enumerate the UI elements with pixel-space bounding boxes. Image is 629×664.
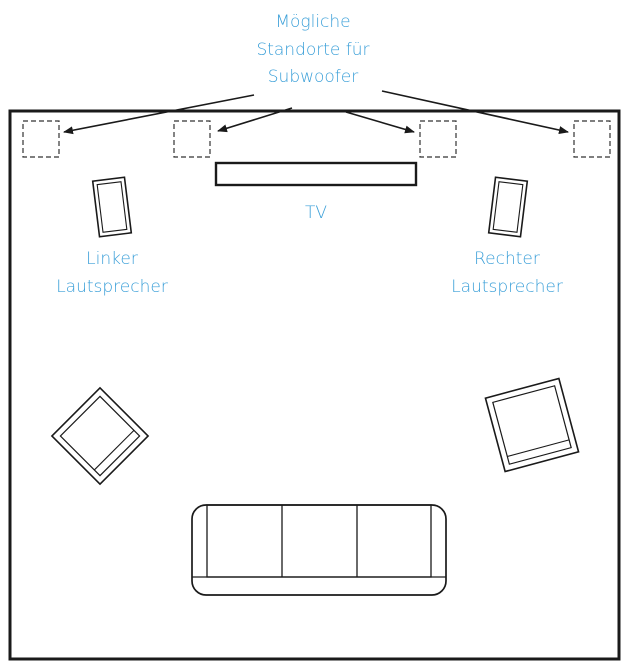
room-outline xyxy=(8,109,621,661)
arrow-to-subwoofer-3 xyxy=(345,111,415,134)
left-speaker-label-line-1: Linker xyxy=(86,249,138,269)
right-speaker-label-line-1: Rechter xyxy=(474,249,540,269)
right-speaker xyxy=(487,176,529,238)
subwoofer-label-line-3: Subwoofer xyxy=(268,67,359,87)
left-armchair xyxy=(50,386,150,486)
left-speaker xyxy=(91,176,133,238)
right-armchair xyxy=(484,377,580,473)
subwoofer-label: Mögliche Standorte für Subwoofer xyxy=(256,12,369,87)
subwoofer-position-3 xyxy=(419,120,457,158)
sofa xyxy=(191,504,447,596)
arrow-to-subwoofer-4 xyxy=(381,90,569,134)
right-speaker-label-line-2: Lautsprecher xyxy=(451,277,563,297)
left-speaker-label-line-2: Lautsprecher xyxy=(56,277,168,297)
subwoofer-position-4 xyxy=(573,120,611,158)
subwoofer-position-2 xyxy=(173,120,211,158)
subwoofer-position-1 xyxy=(22,120,60,158)
tv-unit xyxy=(214,161,418,187)
arrow-to-subwoofer-1 xyxy=(63,94,255,135)
subwoofer-label-line-2: Standorte für xyxy=(256,40,369,60)
tv-label: TV xyxy=(305,203,327,223)
right-speaker-label: Rechter Lautsprecher xyxy=(451,249,563,297)
subwoofer-label-line-1: Mögliche xyxy=(275,12,350,32)
arrow-to-subwoofer-2 xyxy=(217,107,293,133)
left-speaker-label: Linker Lautsprecher xyxy=(56,249,168,297)
